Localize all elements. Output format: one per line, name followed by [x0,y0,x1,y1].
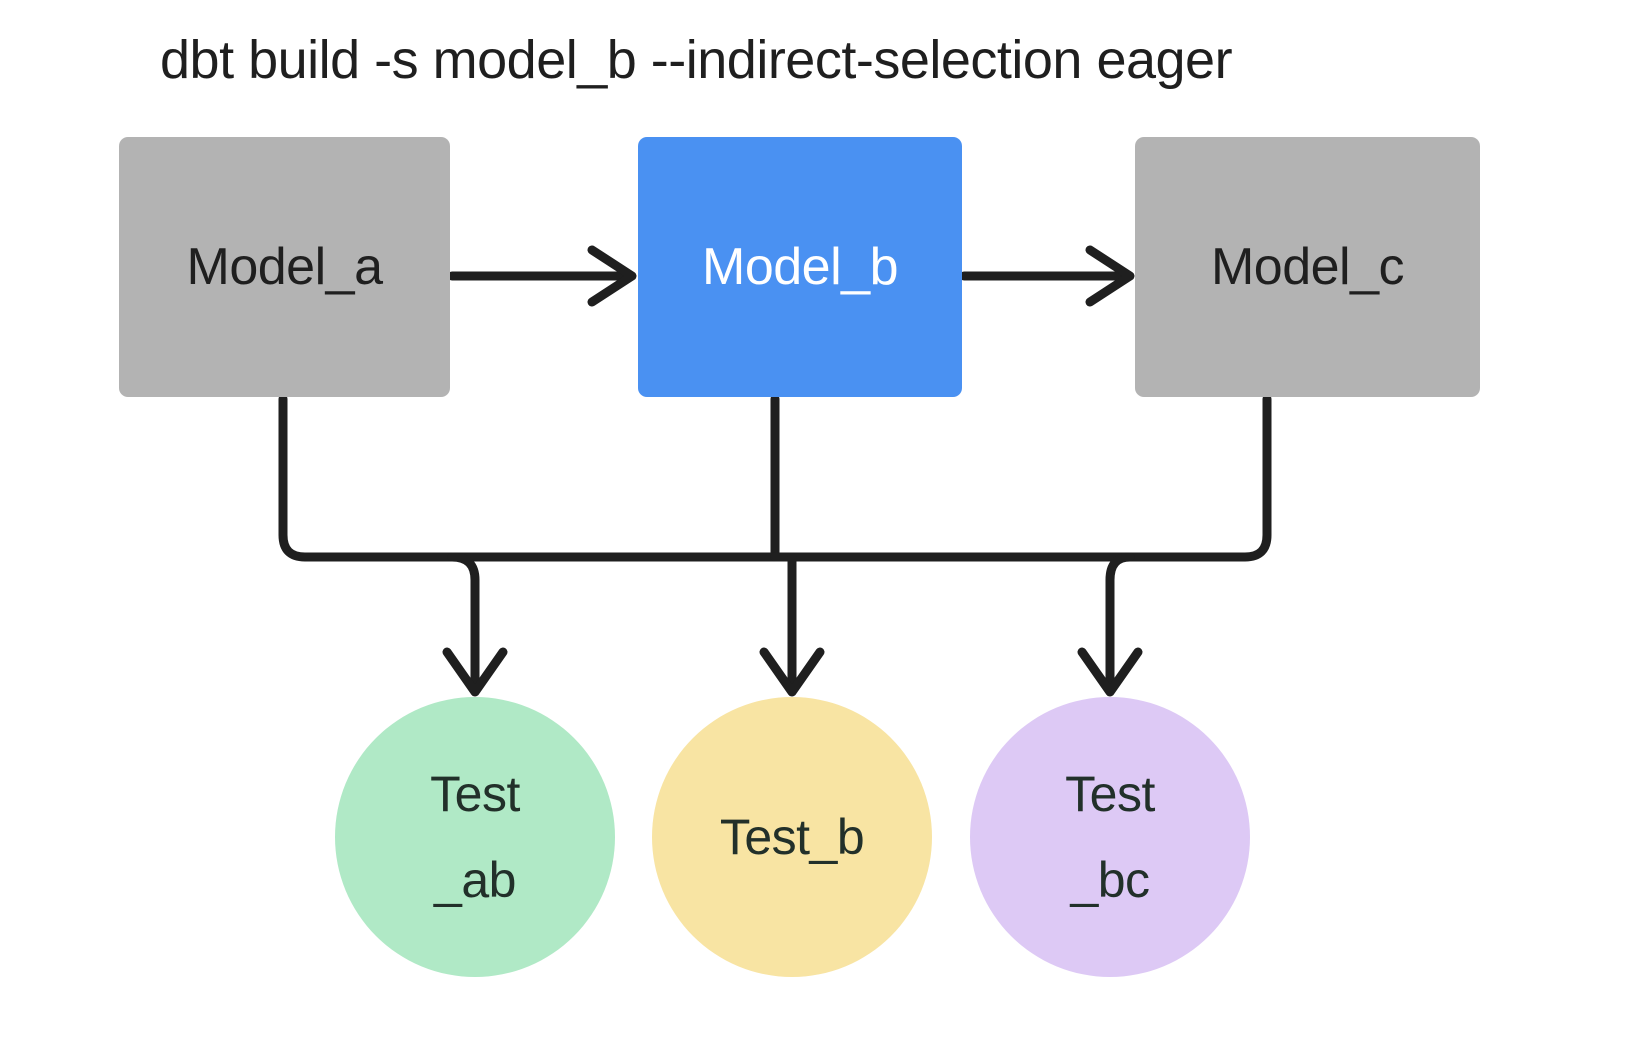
node-model-c[interactable]: Model_c [1135,137,1480,397]
node-test-ab-label-line1: Test [430,766,520,822]
node-test-bc-label-line1: Test [1065,766,1155,822]
arrowhead-test-ab [442,647,508,697]
arrowhead-model-a-to-model-b [587,245,637,307]
node-model-a-label: Model_a [186,238,383,296]
node-test-bc[interactable]: Test _bc [970,697,1250,977]
node-model-c-label: Model_c [1210,238,1405,296]
node-test-b[interactable]: Test_b [652,697,932,977]
arrowhead-model-b-to-model-c [1085,245,1135,307]
arrowhead-test-bc [1077,647,1143,697]
node-test-ab-label-line2: _ab [434,852,516,908]
node-model-a[interactable]: Model_a [119,137,450,397]
node-model-b[interactable]: Model_b [638,137,962,397]
node-test-bc-label-line2: _bc [1070,852,1150,908]
arrowhead-test-b [759,647,825,697]
node-model-b-label: Model_b [702,238,898,296]
edge-model-c-to-bus [1125,394,1272,562]
page-title: dbt build -s model_b --indirect-selectio… [160,30,1233,90]
node-test-ab[interactable]: Test _ab [335,697,615,977]
edge-bus-to-test-ab [447,552,480,691]
node-test-b-label-line1: Test_b [719,809,865,865]
edge-model-a-to-bus [278,394,457,562]
edge-bus-to-test-bc [1105,552,1135,691]
